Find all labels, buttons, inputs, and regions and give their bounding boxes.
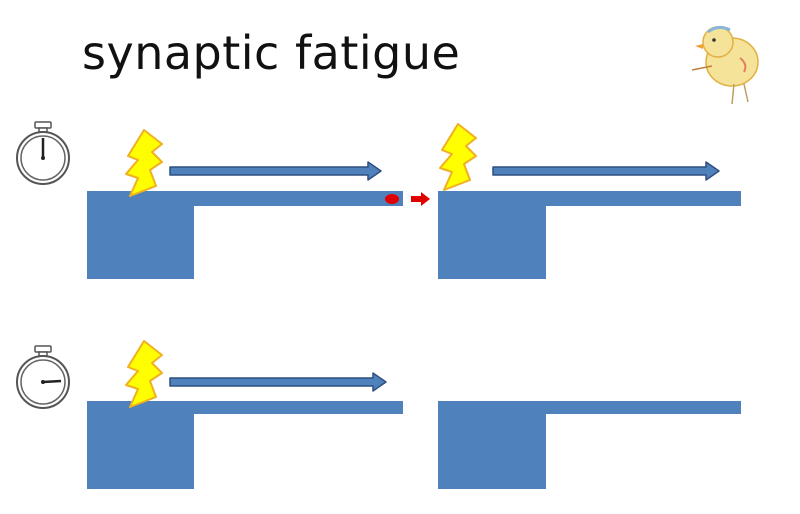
chick-doodle-icon — [691, 25, 759, 105]
lightning-bolt-icon-row1-right — [439, 123, 477, 191]
presynaptic-neuron-row2 — [87, 401, 403, 489]
presynaptic-neuron-row1 — [87, 191, 403, 279]
stopwatch-icon-row2 — [16, 345, 70, 409]
arrow-right-icon-row1-left — [169, 161, 382, 181]
arrow-right-icon-row1-right — [492, 161, 720, 181]
red-dot-icon — [385, 194, 399, 204]
postsynaptic-neuron-row2 — [438, 401, 741, 489]
red-arrow-icon — [411, 192, 430, 206]
postsynaptic-neuron-row1 — [438, 191, 741, 279]
lightning-bolt-icon-row2 — [125, 340, 163, 408]
arrow-right-icon-row2 — [169, 372, 387, 392]
slide-title: synaptic fatigue — [82, 26, 461, 80]
stopwatch-icon-row1 — [16, 121, 70, 185]
lightning-bolt-icon-row1-left — [125, 129, 163, 197]
